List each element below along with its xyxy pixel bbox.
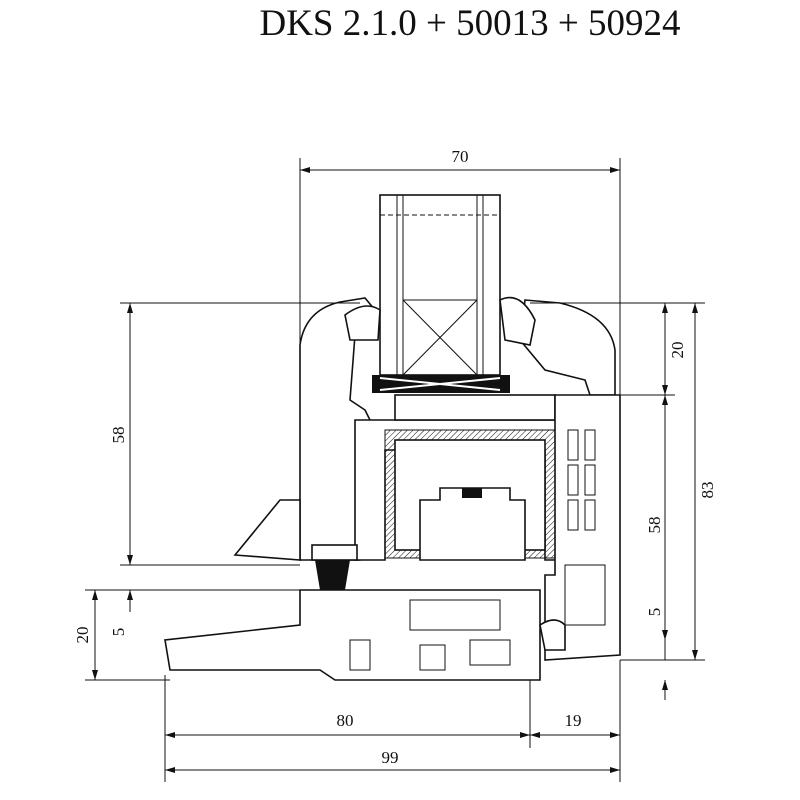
dim-right-total: 83 xyxy=(698,482,717,499)
dim-bottom-right: 19 xyxy=(565,711,582,730)
dim-right-bottom: 5 xyxy=(645,608,664,617)
dimension-lines xyxy=(85,158,705,782)
dim-right-top: 20 xyxy=(668,342,687,359)
dim-top-width: 70 xyxy=(452,147,469,166)
glass-unit xyxy=(372,194,510,393)
frame-profile xyxy=(419,394,621,661)
dim-bottom-total: 99 xyxy=(382,748,399,767)
dim-left-bottom-small: 5 xyxy=(109,628,128,637)
dim-left-bottom-total: 20 xyxy=(73,627,92,644)
dim-right-middle: 58 xyxy=(645,517,664,534)
sill-profile xyxy=(164,544,566,681)
drawing-title: DKS 2.1.0 + 50013 + 50924 xyxy=(259,3,681,44)
dim-left-height: 58 xyxy=(109,427,128,444)
dim-bottom-left: 80 xyxy=(337,711,354,730)
